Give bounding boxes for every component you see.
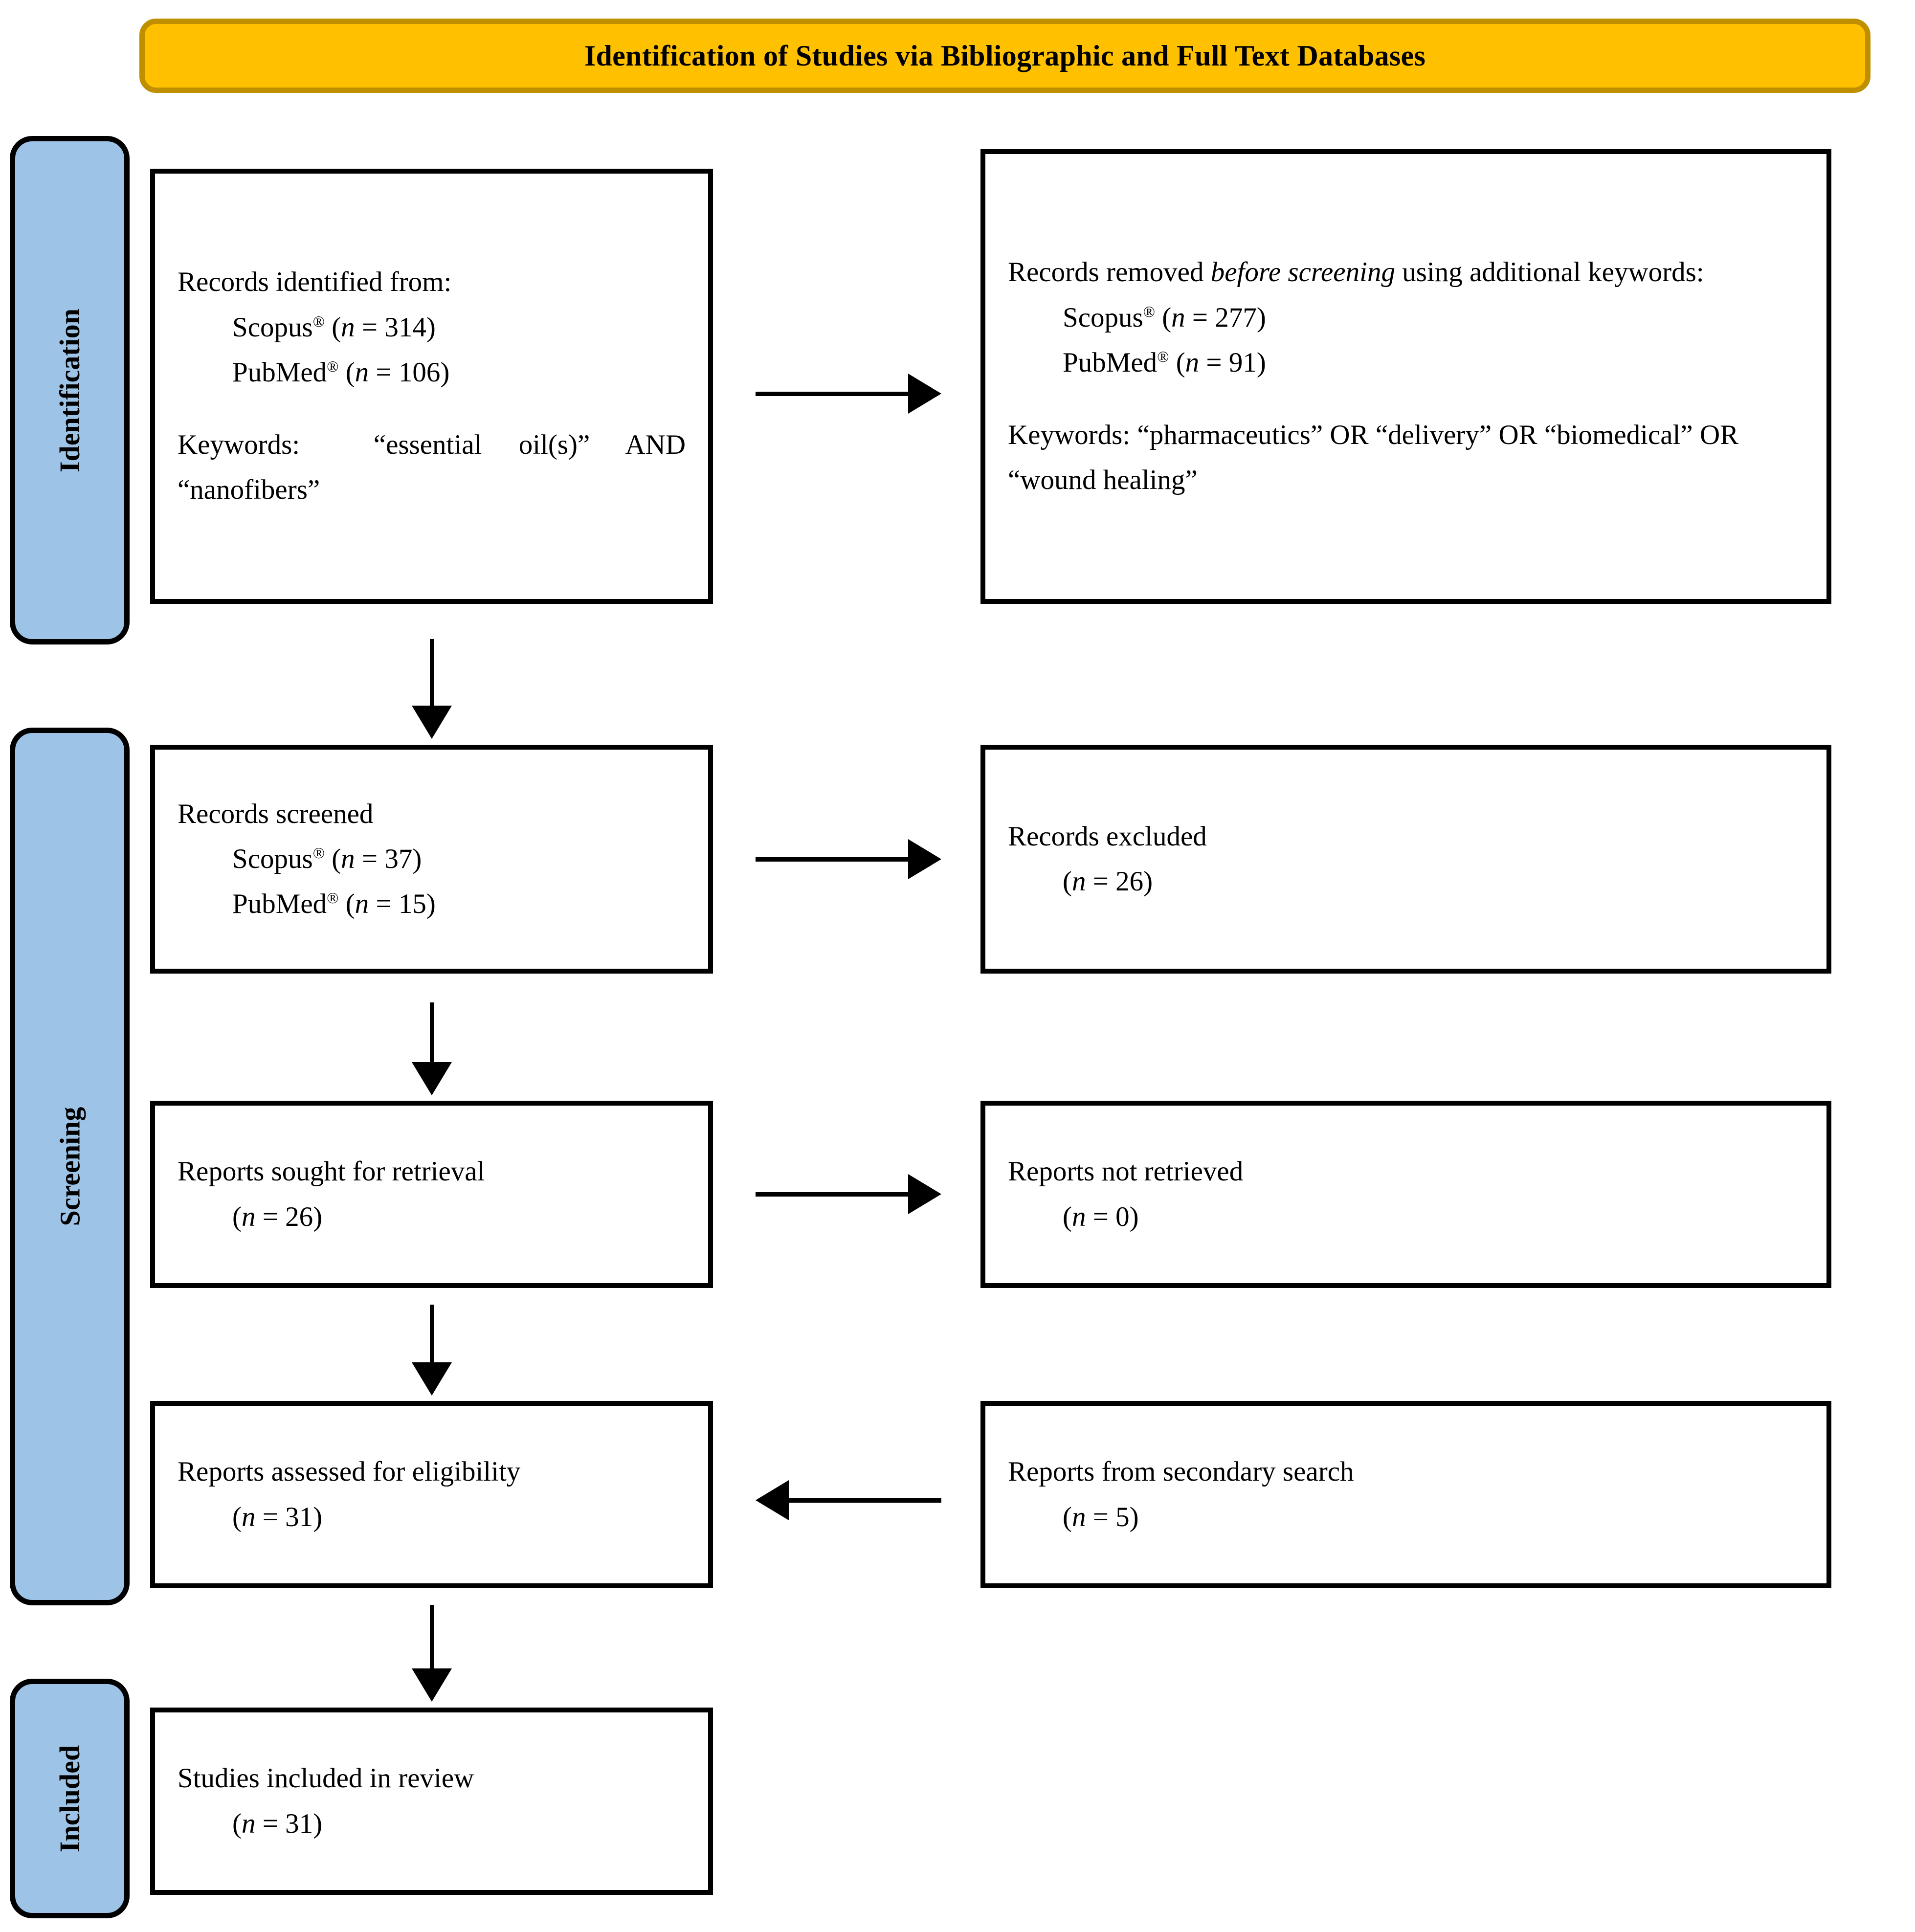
flow-box-records-identified: Records identified from: Scopus® (n = 31… xyxy=(150,169,713,604)
reports-secondary-heading: Reports from secondary search xyxy=(1008,1456,1354,1488)
records-identified-heading: Records identified from: xyxy=(178,266,452,298)
stage-label-included: Included xyxy=(53,1745,86,1852)
studies-included-count: (n = 31) xyxy=(232,1808,323,1839)
records-removed-keywords: Keywords: “pharmaceutics” OR “delivery” … xyxy=(1008,420,1739,496)
records-identified-scopus-count-inline: 314 xyxy=(384,311,426,343)
records-screened-scopus: Scopus® (n = 37) xyxy=(232,843,422,874)
stage-bar-identification: Identification xyxy=(10,136,130,644)
records-excluded-heading: Records excluded xyxy=(1008,821,1207,852)
reports-not-retrieved-count: (n = 0) xyxy=(1063,1201,1139,1232)
stage-label-identification: Identification xyxy=(54,308,86,472)
reports-eligibility-count: (n = 31) xyxy=(232,1501,323,1532)
records-removed-scopus: Scopus® (n = 277) xyxy=(1063,302,1266,333)
page-title: Identification of Studies via Bibliograp… xyxy=(584,40,1426,72)
records-identified-scopus: Scopus® (n = 314) xyxy=(232,311,436,343)
flow-box-reports-eligibility: Reports assessed for eligibility (n = 31… xyxy=(150,1401,713,1588)
flow-box-records-removed: Records removed before screening using a… xyxy=(980,149,1831,604)
flow-box-reports-secondary-search: Reports from secondary search (n = 5) xyxy=(980,1401,1831,1588)
reports-secondary-count: (n = 5) xyxy=(1063,1501,1139,1532)
records-screened-heading: Records screened xyxy=(178,798,374,829)
records-identified-pubmed: PubMed® (n = 106) xyxy=(232,356,450,388)
flow-box-reports-not-retrieved: Reports not retrieved (n = 0) xyxy=(980,1101,1831,1288)
flow-box-records-excluded: Records excluded (n = 26) xyxy=(980,745,1831,974)
records-screened-pubmed: PubMed® (n = 15) xyxy=(232,888,436,920)
flow-box-reports-sought: Reports sought for retrieval (n = 26) xyxy=(150,1101,713,1288)
records-excluded-count: (n = 26) xyxy=(1063,866,1153,897)
reports-not-retrieved-heading: Reports not retrieved xyxy=(1008,1156,1244,1187)
records-removed-heading: Records removed before screening using a… xyxy=(1008,257,1704,288)
records-identified-keywords: Keywords: “essential oil(s)” AND “nanofi… xyxy=(178,429,686,506)
flow-box-studies-included: Studies included in review (n = 31) xyxy=(150,1708,713,1895)
reports-eligibility-heading: Reports assessed for eligibility xyxy=(178,1456,521,1488)
diagram-header-banner: Identification of Studies via Bibliograp… xyxy=(139,19,1870,93)
stage-bar-included: Included xyxy=(10,1679,130,1918)
stage-bar-screening: Screening xyxy=(10,728,130,1605)
flow-box-records-screened: Records screened Scopus® (n = 37) PubMed… xyxy=(150,745,713,974)
studies-included-heading: Studies included in review xyxy=(178,1763,474,1794)
reports-sought-count: (n = 26) xyxy=(232,1201,323,1232)
reports-sought-heading: Reports sought for retrieval xyxy=(178,1156,485,1187)
stage-label-screening: Screening xyxy=(54,1107,86,1226)
records-removed-pubmed: PubMed® (n = 91) xyxy=(1063,347,1266,378)
